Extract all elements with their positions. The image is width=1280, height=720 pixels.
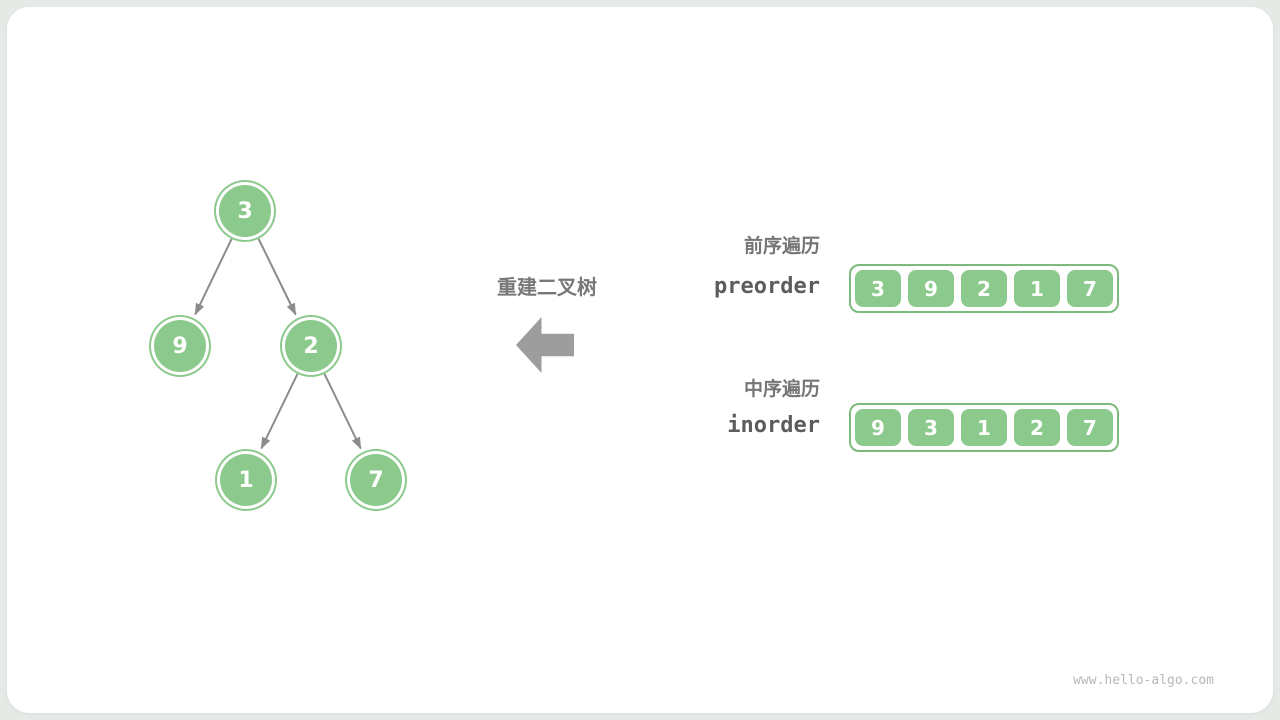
tree-node-value: 2 — [303, 333, 319, 359]
tree-node-root: 3 — [219, 185, 271, 237]
array-cell: 7 — [1067, 409, 1113, 446]
inorder-title: 中序遍历 — [743, 379, 820, 400]
tree-node-right-right: 7 — [350, 454, 402, 506]
array-cell: 2 — [961, 270, 1007, 307]
rebuild-label: 重建二叉树 — [497, 277, 597, 299]
preorder-array: 3 9 2 1 7 — [849, 264, 1119, 313]
tree-node-value: 1 — [238, 467, 254, 493]
array-cell: 2 — [1014, 409, 1060, 446]
tree-node-left: 9 — [154, 320, 206, 372]
watermark: www.hello-algo.com — [1073, 673, 1214, 688]
preorder-name: preorder — [714, 274, 820, 299]
array-cell: 7 — [1067, 270, 1113, 307]
array-cell: 3 — [855, 270, 901, 307]
tree-node-right-left: 1 — [220, 454, 272, 506]
tree-node-right: 2 — [285, 320, 337, 372]
array-cell: 1 — [961, 409, 1007, 446]
diagram-card — [7, 7, 1273, 713]
array-cell: 1 — [1014, 270, 1060, 307]
preorder-title: 前序遍历 — [743, 236, 820, 257]
array-cell: 9 — [908, 270, 954, 307]
inorder-array: 9 3 1 2 7 — [849, 403, 1119, 452]
tree-node-value: 3 — [237, 198, 253, 224]
inorder-name: inorder — [727, 413, 820, 438]
array-cell: 9 — [855, 409, 901, 446]
array-cell: 3 — [908, 409, 954, 446]
tree-node-value: 9 — [172, 333, 188, 359]
tree-node-value: 7 — [368, 467, 384, 493]
